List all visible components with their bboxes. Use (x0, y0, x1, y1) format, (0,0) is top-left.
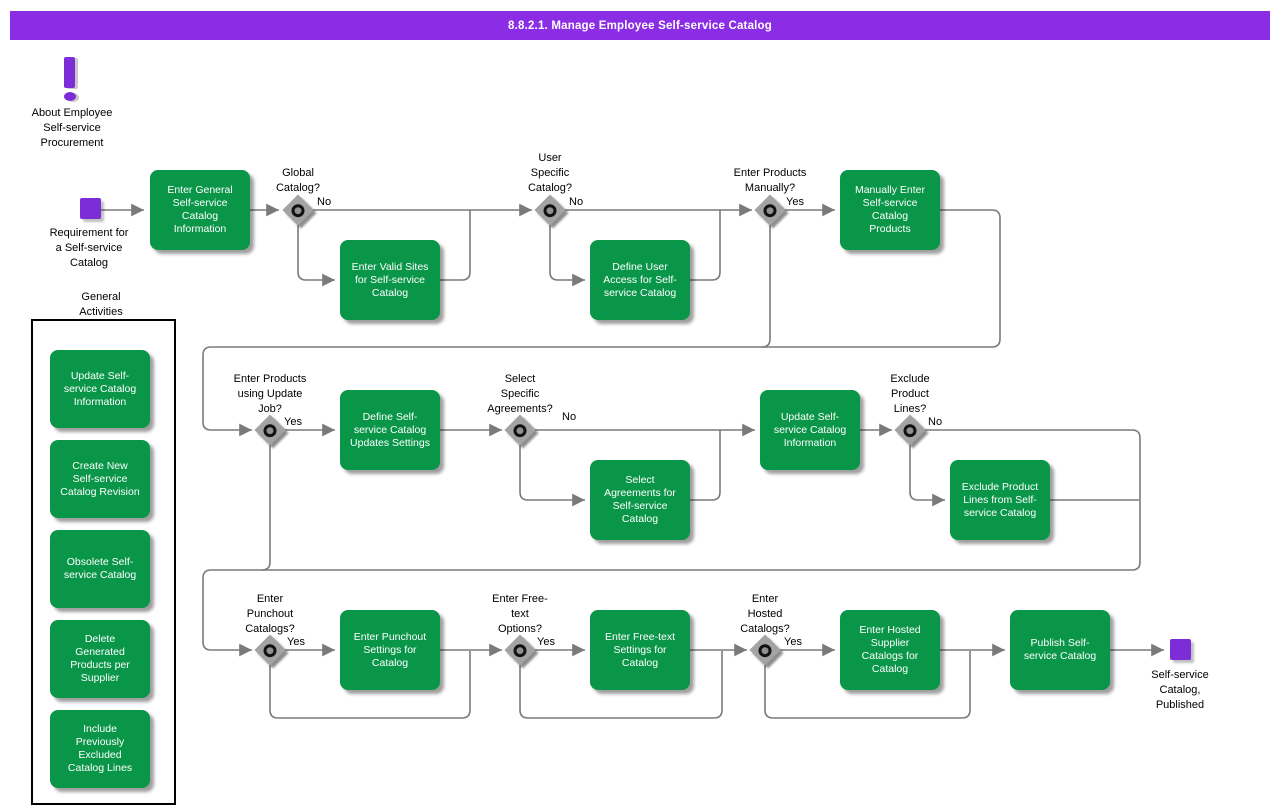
decision-circle-icon (260, 420, 280, 440)
sidebar-activity-obsolete-catalog[interactable]: Obsolete Self- service Catalog (50, 530, 150, 608)
decision-diamond-global-catalog (282, 194, 314, 226)
activity-box-update-catalog-info[interactable]: Update Self- service Catalog Information (760, 390, 860, 470)
decision-circle-icon (760, 200, 780, 220)
decision-diamond-hosted (749, 634, 781, 666)
decision-circle-icon (755, 640, 775, 660)
branch-label: Yes (284, 416, 302, 428)
start-node (80, 198, 101, 219)
decision-question: Enter Free- text Options? (492, 593, 548, 635)
branch-label: Yes (537, 636, 555, 648)
decision-diamond-user-specific (534, 194, 566, 226)
activity-box-define-user-access[interactable]: Define User Access for Self- service Cat… (590, 240, 690, 320)
decision-question: Global Catalog? (275, 167, 321, 194)
sidebar-title: General Activities (79, 291, 123, 318)
decision-question: Enter Punchout Catalogs? (245, 593, 295, 635)
sidebar-activity-update-info[interactable]: Update Self- service Catalog Information (50, 350, 150, 428)
activity-box-enter-general-info[interactable]: Enter General Self-service Catalog Infor… (150, 170, 250, 250)
activity-box-enter-valid-sites[interactable]: Enter Valid Sites for Self-service Catal… (340, 240, 440, 320)
decision-question: Enter Products using Update Job? (233, 373, 307, 415)
decision-question: Enter Products Manually? (733, 167, 807, 194)
decision-circle-icon (260, 640, 280, 660)
branch-label: No (928, 416, 943, 428)
decision-diamond-punchout (254, 634, 286, 666)
branch-label: No (317, 196, 332, 208)
header-bar: 8.8.2.1. Manage Employee Self-service Ca… (10, 11, 1270, 40)
decision-circle-icon (288, 200, 308, 220)
activity-box-manually-enter-products[interactable]: Manually Enter Self-service Catalog Prod… (840, 170, 940, 250)
activity-box-enter-punchout-settings[interactable]: Enter Punchout Settings for Catalog (340, 610, 440, 690)
sidebar-activity-delete-products[interactable]: Delete Generated Products per Supplier (50, 620, 150, 698)
branch-label: No (569, 196, 584, 208)
activity-box-enter-hosted-catalogs[interactable]: Enter Hosted Supplier Catalogs for Catal… (840, 610, 940, 690)
end-node-label: Self-service Catalog, Published (1151, 669, 1209, 711)
decision-diamond-freetext (504, 634, 536, 666)
branch-label: Yes (784, 636, 802, 648)
decision-diamond-exclude-lines (894, 414, 926, 446)
note-label[interactable]: About Employee Self-service Procurement (31, 107, 113, 149)
decision-question: Enter Hosted Catalogs? (740, 593, 790, 635)
decision-diamond-update-job (254, 414, 286, 446)
connector-group (101, 203, 1164, 719)
activity-box-define-updates-settings[interactable]: Define Self- service Catalog Updates Set… (340, 390, 440, 470)
decision-circle-icon (900, 420, 920, 440)
branch-label: Yes (287, 636, 305, 648)
activity-box-select-agreements[interactable]: Select Agreements for Self-service Catal… (590, 460, 690, 540)
branch-label: No (562, 411, 577, 423)
decision-circle-icon (510, 420, 530, 440)
decision-diamond-enter-manually (754, 194, 786, 226)
decision-question: User Specific Catalog? (527, 152, 573, 194)
sidebar-activity-include-excluded[interactable]: Include Previously Excluded Catalog Line… (50, 710, 150, 788)
activity-box-publish-catalog[interactable]: Publish Self- service Catalog (1010, 610, 1110, 690)
activity-box-enter-freetext-settings[interactable]: Enter Free-text Settings for Catalog (590, 610, 690, 690)
exclamation-icon-dot[interactable] (64, 92, 76, 101)
sidebar-activity-create-revision[interactable]: Create New Self-service Catalog Revision (50, 440, 150, 518)
page-title: 8.8.2.1. Manage Employee Self-service Ca… (507, 19, 773, 32)
exclamation-icon[interactable] (64, 57, 75, 88)
start-node-label: Requirement for a Self-service Catalog (49, 227, 129, 269)
activity-box-exclude-product-lines[interactable]: Exclude Product Lines from Self- service… (950, 460, 1050, 540)
branch-label: Yes (786, 196, 804, 208)
decision-question: Exclude Product Lines? (890, 373, 930, 415)
decision-diamond-specific-agreements (504, 414, 536, 446)
end-node (1170, 639, 1191, 660)
decision-circle-icon (540, 200, 560, 220)
decision-question: Select Specific Agreements? (487, 373, 553, 415)
decision-circle-icon (510, 640, 530, 660)
